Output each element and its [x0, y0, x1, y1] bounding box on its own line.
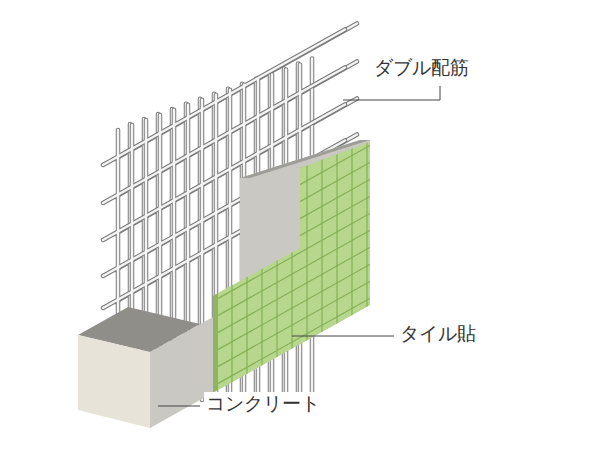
leader-line [158, 406, 200, 407]
tile-joint [246, 100, 247, 420]
part-label: タイル貼 [398, 322, 478, 345]
tile-joint [351, 100, 352, 420]
rebar-bar [103, 29, 345, 165]
tile-joint [210, 310, 380, 405]
rebar-outline [103, 29, 345, 165]
leader-line [343, 86, 440, 100]
part-label: ダブル配筋 [372, 56, 471, 79]
tile-joint [291, 100, 292, 420]
tile-joint [276, 100, 277, 420]
tile-face [218, 142, 370, 390]
leader-line [292, 336, 394, 337]
tile-edge [213, 293, 218, 392]
tile-joint [261, 100, 262, 420]
concrete-end-face [78, 335, 150, 428]
part-label: コンクリート [204, 392, 322, 415]
tile-joint [210, 55, 380, 150]
tile-joint [210, 293, 380, 388]
tile-joint [210, 89, 380, 184]
tile-joint [306, 100, 307, 420]
tile-joint [321, 100, 322, 420]
tile-joint [336, 100, 337, 420]
tile-joint [231, 100, 232, 420]
tile-joint [210, 276, 380, 371]
tile-joint [210, 72, 380, 167]
tile-grid [210, 55, 380, 420]
